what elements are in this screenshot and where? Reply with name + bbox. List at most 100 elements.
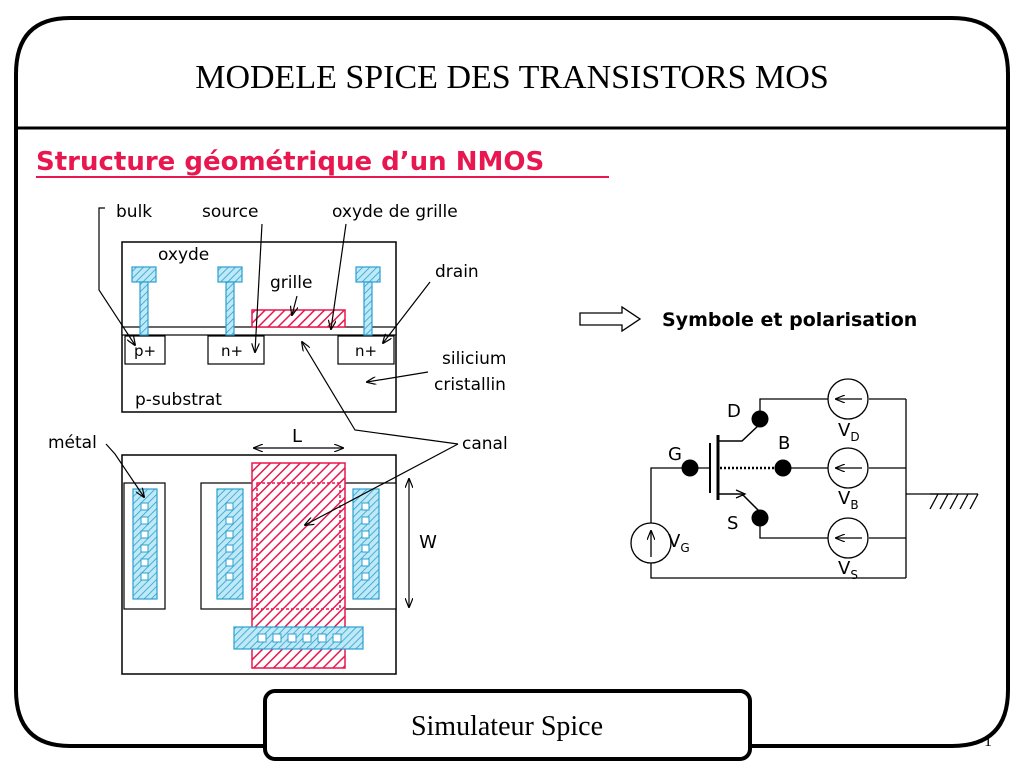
vs-label: VS xyxy=(838,558,858,582)
ground-hatch xyxy=(939,493,949,510)
channel-label: canal xyxy=(462,434,508,454)
footer-box xyxy=(263,689,752,761)
contact-square xyxy=(302,633,312,643)
gate-leader xyxy=(292,295,297,315)
page-title: MODELE SPICE DES TRANSISTORS MOS xyxy=(195,59,829,96)
channel-region xyxy=(256,482,341,610)
bulk-label: bulk xyxy=(116,202,152,222)
ground-icon xyxy=(929,493,979,510)
oxide-gate-label: oxyde de grille xyxy=(332,202,458,222)
contact-square xyxy=(225,516,234,525)
contact-square xyxy=(140,516,149,525)
nmos-cross-section: p+ n+ n+ oxyde grille p-substrat bulk so… xyxy=(98,202,506,413)
substrate-label: p-substrat xyxy=(135,390,222,410)
contact-square xyxy=(140,544,149,553)
contact-square xyxy=(361,516,370,525)
metal-strip-drain xyxy=(352,488,380,600)
silicon-label-line1: silicium xyxy=(442,349,506,369)
contact-square xyxy=(272,633,282,643)
source-terminal xyxy=(751,509,769,527)
metal-contact-source-cap xyxy=(217,266,243,283)
contact-square xyxy=(225,544,234,553)
p-plus-label: p+ xyxy=(134,342,156,360)
contact-square xyxy=(317,633,327,643)
width-label: W xyxy=(419,532,437,553)
gate-poly xyxy=(251,309,346,328)
page-number: 1 xyxy=(984,733,992,750)
source-vs: VS xyxy=(827,517,869,582)
drain-node-label: D xyxy=(727,401,741,422)
source-arrow xyxy=(735,489,747,499)
section-subtitle: Structure géométrique d’un NMOS xyxy=(36,147,544,177)
p-plus-region xyxy=(124,335,166,365)
metal-leader xyxy=(105,443,144,497)
nmos-top-view: L W métal canal xyxy=(48,342,508,675)
contact-square xyxy=(225,530,234,539)
ground-hatch xyxy=(969,493,979,510)
drain-terminal xyxy=(751,410,769,428)
contact-square xyxy=(287,633,297,643)
ground-hatch xyxy=(929,493,939,510)
contact-square xyxy=(140,558,149,567)
drain-leader xyxy=(383,281,431,343)
gate-metal-contact xyxy=(233,626,364,650)
metal-contact-bulk-cap xyxy=(131,266,157,283)
symbol-section: Symbole et polarisation xyxy=(579,305,979,582)
contact-square xyxy=(332,633,342,643)
source-leader xyxy=(255,223,263,352)
nmos-symbol xyxy=(709,423,778,513)
contact-square xyxy=(361,572,370,581)
vb-label: VB xyxy=(838,488,859,512)
wire-gate-loop xyxy=(650,467,688,523)
oxide-label: oxyde xyxy=(158,245,209,265)
circuit-wires xyxy=(650,398,952,579)
contact-square xyxy=(361,544,370,553)
silicon-label-line2: cristallin xyxy=(434,375,506,395)
contact-square xyxy=(361,558,370,567)
channel-leader-bottom xyxy=(305,443,459,525)
vd-label: VD xyxy=(838,420,860,444)
vg-label: VG xyxy=(668,531,690,555)
gate-node-label: G xyxy=(668,444,682,465)
contact-square xyxy=(140,572,149,581)
source-vb: VB xyxy=(827,447,869,512)
drain-label: drain xyxy=(435,262,479,282)
contact-square xyxy=(225,572,234,581)
channel-leader-top xyxy=(302,342,459,445)
oxide-gate-leader xyxy=(331,223,347,329)
contact-square xyxy=(361,530,370,539)
contact-square xyxy=(140,530,149,539)
drain-connection xyxy=(718,423,761,442)
symbol-heading: Symbole et polarisation xyxy=(662,309,917,331)
metal-contact-bulk-stem xyxy=(139,281,149,336)
source-vd: VD xyxy=(827,378,869,444)
metal-contact-source-stem xyxy=(225,281,235,336)
gate-terminal xyxy=(681,459,699,477)
length-label: L xyxy=(292,426,302,447)
footer-text: Simulateur Spice xyxy=(411,711,603,742)
bulk-terminal xyxy=(774,459,792,477)
metal-contact-drain-stem xyxy=(363,281,373,336)
source-vg: VG xyxy=(630,522,690,564)
contact-square xyxy=(225,558,234,567)
contact-square xyxy=(257,633,267,643)
bulk-leader xyxy=(98,207,135,345)
ground-hatch xyxy=(949,493,959,510)
contact-squares xyxy=(140,502,370,643)
contact-square xyxy=(225,502,234,511)
source-label: source xyxy=(202,202,258,222)
hollow-arrow xyxy=(579,305,642,333)
wire-bottom-return xyxy=(650,562,906,579)
source-connection xyxy=(718,493,761,513)
source-node-label: S xyxy=(727,513,738,534)
metal-label: métal xyxy=(48,433,97,453)
bulk-node-label: B xyxy=(778,433,790,454)
n-plus-drain-label: n+ xyxy=(355,342,377,360)
metal-contact-drain-cap xyxy=(355,266,381,283)
gate-label: grille xyxy=(270,273,312,293)
silicon-leader xyxy=(367,371,429,382)
n-plus-source-label: n+ xyxy=(221,342,243,360)
contact-square xyxy=(140,502,149,511)
